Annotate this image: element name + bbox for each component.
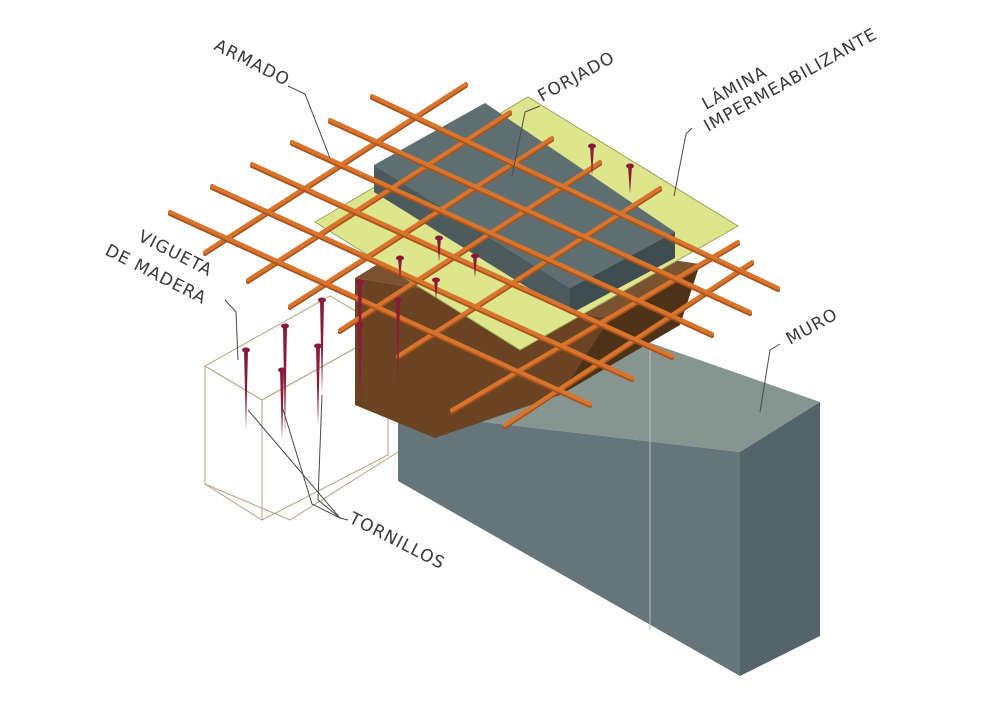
leader-forjado (511, 105, 541, 177)
rebar-bar-down-3 (250, 162, 674, 358)
armado-rebar-grid (168, 82, 780, 429)
screw-shaft (396, 300, 400, 390)
label-muro: MURO (783, 305, 842, 350)
screw-shaft (244, 350, 248, 430)
screw-head (396, 255, 404, 261)
muro-front-face (398, 412, 740, 676)
screw-head (471, 253, 479, 259)
rebar-bar-down-2 (210, 184, 634, 380)
screw-shaft (473, 256, 477, 278)
rebar-bar-down-4 (290, 140, 714, 336)
label-armado: ARMADO (211, 36, 293, 91)
screw-head (588, 143, 596, 149)
screw-shaft (590, 146, 594, 176)
screw-icon (471, 253, 479, 278)
screw-shaft (280, 370, 284, 440)
rebar-bar-up-1 (203, 82, 468, 254)
screw-icon (356, 322, 364, 405)
screw-icon (435, 235, 443, 262)
screw-icon (396, 255, 404, 280)
muro-wall (398, 170, 820, 676)
tornillos-screws (242, 143, 634, 440)
screw-shaft (316, 346, 320, 426)
screw-icon (432, 277, 440, 300)
leader-armado (287, 85, 331, 159)
rebar-bar-up-3 (288, 136, 554, 308)
leader-tornillos-2 (281, 405, 341, 519)
screw-head (242, 347, 250, 353)
screw-head (281, 323, 289, 329)
screw-icon (278, 367, 286, 440)
screw-icon (314, 343, 322, 426)
screw-icon (318, 297, 326, 395)
screw-head (432, 277, 440, 283)
rebar-bar-down-1 (168, 210, 592, 406)
leader-muro (759, 343, 781, 413)
rebar-bar-down-6 (370, 94, 780, 290)
rebar-bar-up-4 (338, 160, 602, 332)
rebar-bar-up-5 (396, 186, 662, 358)
leader-lines (224, 85, 781, 521)
screw-shaft (283, 326, 287, 436)
screw-shaft (434, 280, 438, 300)
screw-head (626, 163, 634, 169)
leader-vigueta (224, 299, 239, 361)
slab-side-face (570, 232, 675, 314)
screw-head (356, 279, 364, 285)
screw-icon (242, 347, 250, 430)
muro-side-face (740, 402, 820, 676)
screw-head (314, 343, 322, 349)
screw-shaft (628, 166, 632, 194)
label-tornillos: TORNILLOS (345, 508, 448, 574)
rebar-bar-up-7 (503, 260, 754, 427)
screw-icon (394, 297, 402, 390)
screw-shaft (398, 258, 402, 280)
rebar-bar-down-5 (328, 118, 752, 314)
screw-icon (588, 143, 596, 176)
screw-shaft (437, 238, 441, 262)
leader-tornillos-1 (247, 409, 349, 521)
rebar-bar-up-6 (450, 240, 740, 412)
screw-icon (281, 323, 289, 436)
leader-tornillos-3 (317, 394, 341, 519)
screw-icon (626, 163, 634, 194)
screw-head (435, 235, 443, 241)
screw-shaft (320, 300, 324, 395)
screw-head (356, 322, 364, 328)
screw-head (278, 367, 286, 373)
screw-shaft (358, 325, 362, 405)
screw-head (394, 297, 402, 303)
label-forjado: FORJADO (535, 48, 619, 107)
screw-head (318, 297, 326, 303)
muro-top-face (398, 320, 820, 452)
leader-lamina (673, 127, 693, 197)
